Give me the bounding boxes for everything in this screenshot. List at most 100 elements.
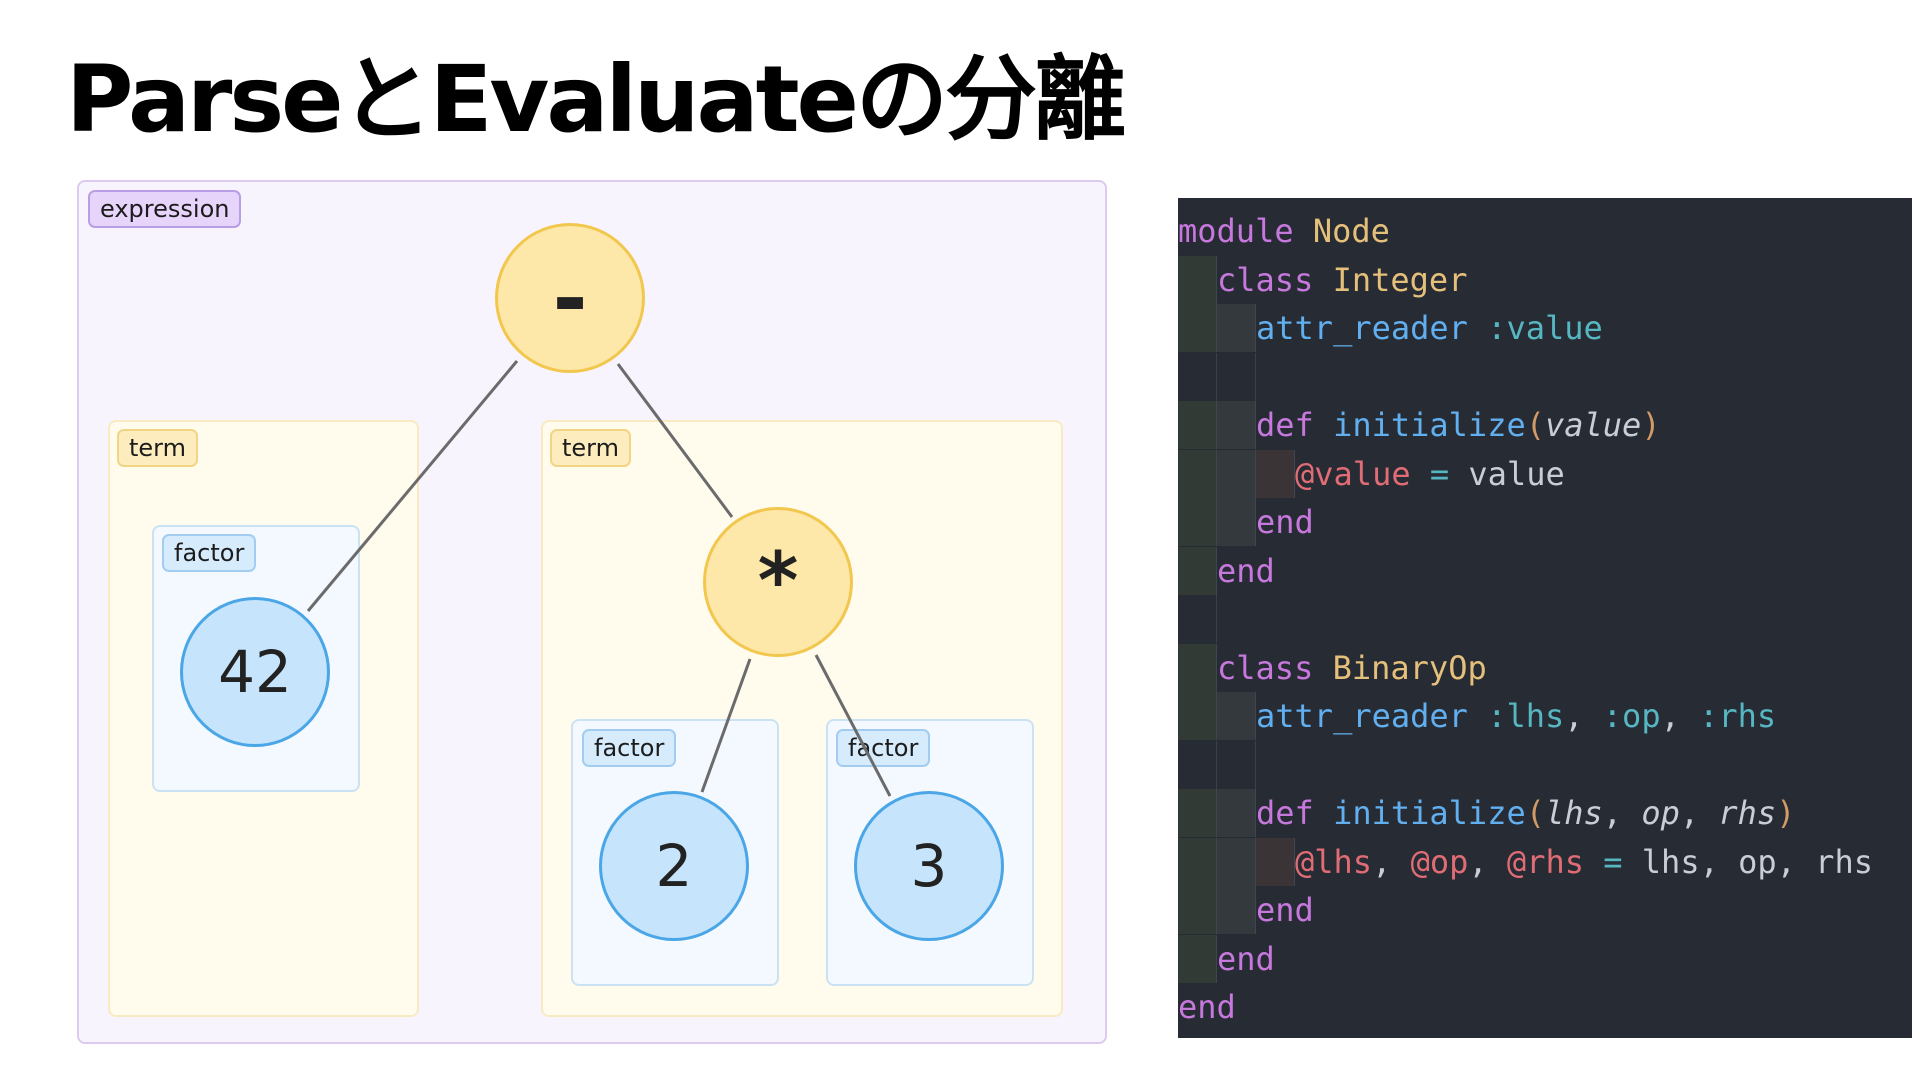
- term-tag-right: term: [550, 429, 631, 467]
- code-token: ,: [1468, 842, 1507, 881]
- code-token: BinaryOp: [1332, 648, 1487, 687]
- code-token: :value: [1487, 309, 1603, 347]
- code-line: attr_reader :lhs, :op, :rhs: [1178, 692, 1912, 740]
- code-token: attr_reader: [1256, 697, 1468, 735]
- code-token: op: [1641, 794, 1680, 832]
- indent-guide: [1256, 449, 1295, 498]
- indent-guide: [1217, 352, 1256, 401]
- code-line: end: [1178, 983, 1912, 1031]
- code-line: [1178, 595, 1912, 643]
- indent-guide: [1178, 692, 1217, 740]
- code-line: @value = value: [1178, 449, 1912, 498]
- code-token: module: [1178, 212, 1294, 250]
- code-token: initialize: [1333, 794, 1526, 832]
- code-token: attr_reader: [1256, 309, 1468, 347]
- code-token: @op: [1410, 842, 1469, 881]
- indent-guide: [1178, 789, 1217, 837]
- code-token: @value: [1295, 454, 1411, 493]
- code-token: value: [1449, 454, 1565, 493]
- code-token: (: [1525, 406, 1545, 444]
- edge-times-2: [700, 658, 752, 793]
- code-token: end: [1217, 551, 1275, 590]
- code-token: ,: [1564, 697, 1603, 735]
- code-token: value: [1544, 406, 1642, 444]
- indent-guide: [1217, 304, 1256, 352]
- slide-title: ParseとEvaluateの分離: [66, 46, 1126, 153]
- times-operator-node: *: [703, 507, 853, 657]
- code-token: ,: [1372, 842, 1411, 881]
- code-token: [1313, 649, 1332, 687]
- code-token: [1294, 212, 1313, 250]
- code-token: end: [1256, 503, 1314, 541]
- factor-tag-2: factor: [582, 729, 677, 767]
- code-token: @rhs: [1506, 842, 1584, 881]
- code-token: =: [1429, 454, 1450, 493]
- factor-region-42: [152, 525, 360, 792]
- expression-tag: expression: [88, 190, 242, 228]
- minus-operator-node: -: [495, 223, 645, 373]
- code-line: [1178, 352, 1912, 401]
- code-token: :lhs: [1487, 697, 1565, 735]
- code-token: class: [1217, 648, 1314, 687]
- indent-guide: [1178, 449, 1217, 498]
- code-line: def initialize(value): [1178, 401, 1912, 449]
- code-token: class: [1217, 260, 1314, 299]
- indent-guide: [1178, 255, 1217, 304]
- code-token: ,: [1679, 794, 1719, 832]
- code-line: end: [1178, 498, 1912, 546]
- indent-guide: [1178, 886, 1217, 934]
- code-token: [1468, 697, 1487, 735]
- code-token: ,: [1602, 794, 1642, 832]
- code-token: [1468, 309, 1487, 347]
- code-line: def initialize(lhs, op, rhs): [1178, 789, 1912, 837]
- number-node-2: 2: [599, 791, 749, 941]
- code-token: [1313, 261, 1332, 299]
- factor-region-3: [826, 719, 1034, 986]
- code-token: rhs: [1718, 794, 1777, 832]
- code-token: end: [1256, 891, 1314, 929]
- indent-guide: [1217, 449, 1256, 498]
- code-line: end: [1178, 934, 1912, 983]
- code-token: lhs: [1544, 794, 1603, 832]
- indent-guide: [1217, 498, 1256, 546]
- indent-guide: [1178, 595, 1217, 643]
- term-region-right: [541, 420, 1063, 1017]
- expression-region: [77, 180, 1107, 1044]
- indent-guide: [1217, 692, 1256, 740]
- factor-tag-42: factor: [162, 534, 257, 572]
- code-token: Integer: [1332, 260, 1468, 299]
- edge-minus-42: [306, 360, 519, 612]
- number-node-3: 3: [854, 791, 1004, 941]
- code-token: lhs, op, rhs: [1622, 842, 1873, 881]
- code-token: def: [1256, 406, 1314, 444]
- code-line: class BinaryOp: [1178, 643, 1912, 692]
- code-token: end: [1217, 939, 1275, 978]
- indent-guide: [1178, 643, 1217, 692]
- term-tag-left: term: [117, 429, 198, 467]
- code-token: ): [1776, 794, 1796, 832]
- code-line: [1178, 740, 1912, 789]
- code-token: =: [1603, 842, 1623, 881]
- indent-guide: [1178, 546, 1217, 595]
- code-panel: module Node class Integer attr_reader :val…: [1178, 198, 1912, 1038]
- indent-guide: [1217, 401, 1256, 449]
- factor-region-2: [571, 719, 779, 986]
- code-token: ): [1641, 406, 1661, 444]
- indent-guide: [1217, 789, 1256, 837]
- code-token: end: [1178, 988, 1236, 1026]
- code-token: [1314, 406, 1333, 444]
- code-token: :rhs: [1699, 697, 1777, 735]
- code-token: @lhs: [1295, 842, 1373, 881]
- indent-guide: [1178, 934, 1217, 983]
- code-token: ,: [1660, 697, 1700, 735]
- indent-guide: [1217, 740, 1256, 789]
- code-line: end: [1178, 886, 1912, 934]
- code-token: Node: [1312, 212, 1390, 250]
- edge-minus-times: [616, 363, 734, 518]
- factor-tag-3: factor: [836, 729, 931, 767]
- indent-guide: [1217, 886, 1256, 934]
- code-line: @lhs, @op, @rhs = lhs, op, rhs: [1178, 837, 1912, 886]
- code-line: module Node: [1178, 207, 1912, 255]
- code-token: def: [1256, 794, 1314, 832]
- number-node-42: 42: [180, 597, 330, 747]
